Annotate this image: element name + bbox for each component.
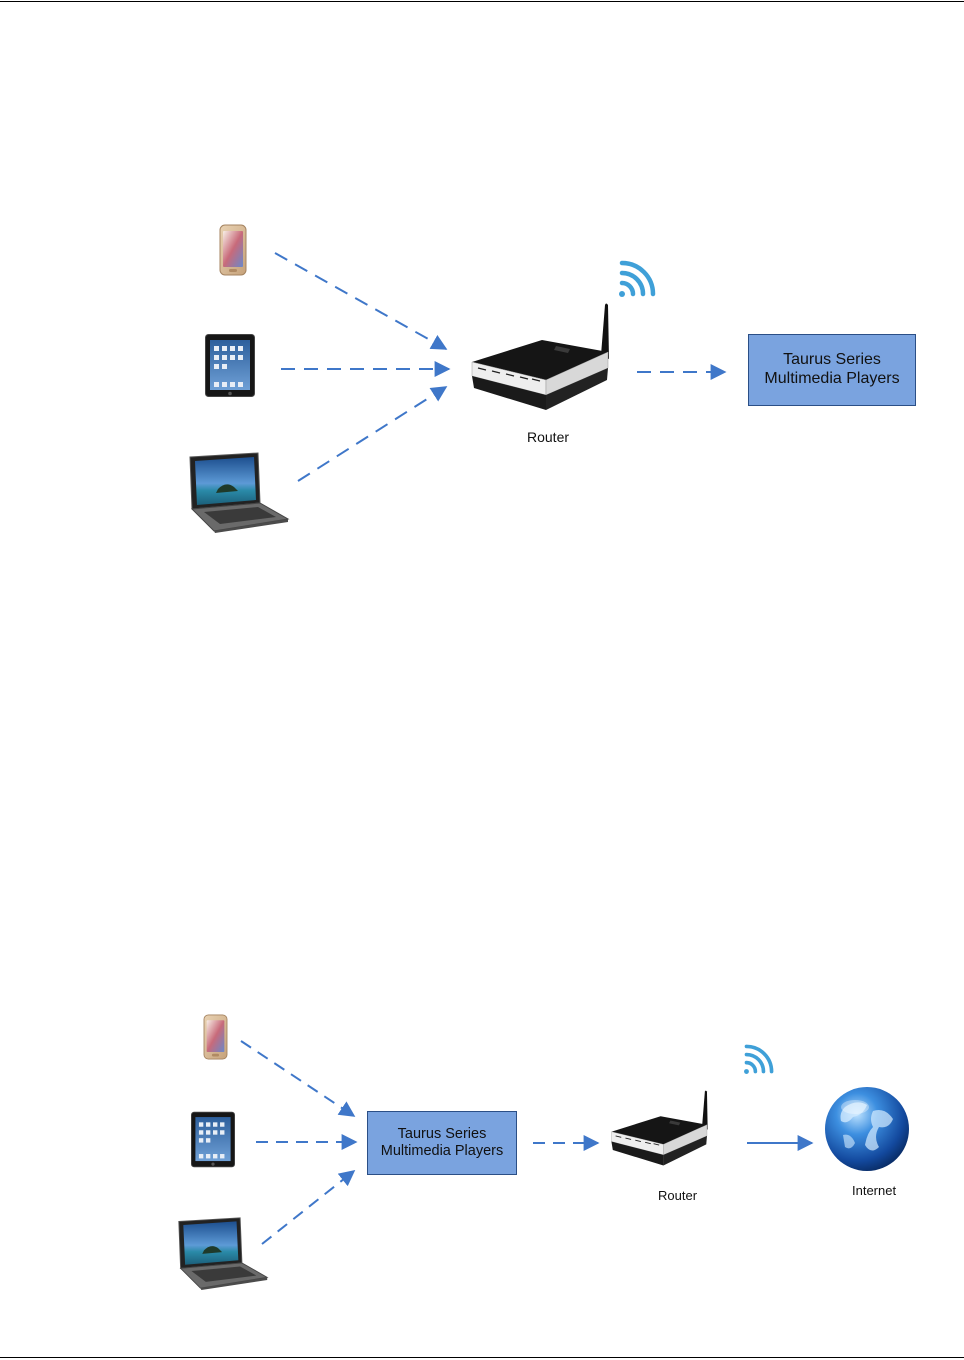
tablet	[205, 334, 255, 397]
laptop	[188, 451, 290, 533]
taurus-players-box: Taurus Series Multimedia Players	[748, 334, 916, 406]
router-label: Router	[658, 1188, 697, 1203]
router-label: Router	[527, 429, 569, 445]
taurus-players-box: Taurus Series Multimedia Players	[367, 1111, 517, 1175]
router-icon	[610, 1060, 740, 1169]
wifi-signal	[740, 1044, 774, 1078]
player-box-line2: Multimedia Players	[381, 1143, 504, 1160]
tablet-icon	[191, 1111, 235, 1168]
laptop-icon	[177, 1216, 269, 1290]
arrow-laptop-to-players	[262, 1171, 354, 1244]
arrow-phone-to-players	[241, 1041, 354, 1116]
tablet	[191, 1111, 235, 1168]
laptop-icon	[188, 451, 290, 533]
diagram-internet-topology: Taurus Series Multimedia Players	[0, 980, 964, 1310]
wifi-signal-icon	[614, 260, 656, 302]
laptop	[177, 1216, 269, 1290]
wifi-signal-icon	[740, 1044, 774, 1078]
diagram-lan-topology: Taurus Series Multimedia Players Router	[0, 0, 964, 600]
smartphone	[219, 224, 247, 276]
bottom-rule	[0, 1357, 964, 1358]
player-box-line2: Multimedia Players	[764, 370, 899, 389]
router	[610, 1060, 740, 1169]
player-box-line1: Taurus Series	[783, 351, 881, 370]
internet-globe	[823, 1085, 911, 1173]
player-box-line1: Taurus Series	[398, 1126, 487, 1143]
arrow-phone-to-router	[275, 253, 446, 349]
internet-label: Internet	[852, 1183, 896, 1198]
smartphone-icon	[203, 1014, 228, 1060]
globe-icon	[823, 1085, 911, 1173]
wifi-signal	[614, 260, 656, 302]
smartphone	[203, 1014, 228, 1060]
tablet-icon	[205, 334, 255, 397]
arrow-laptop-to-router	[298, 387, 446, 481]
smartphone-icon	[219, 224, 247, 276]
